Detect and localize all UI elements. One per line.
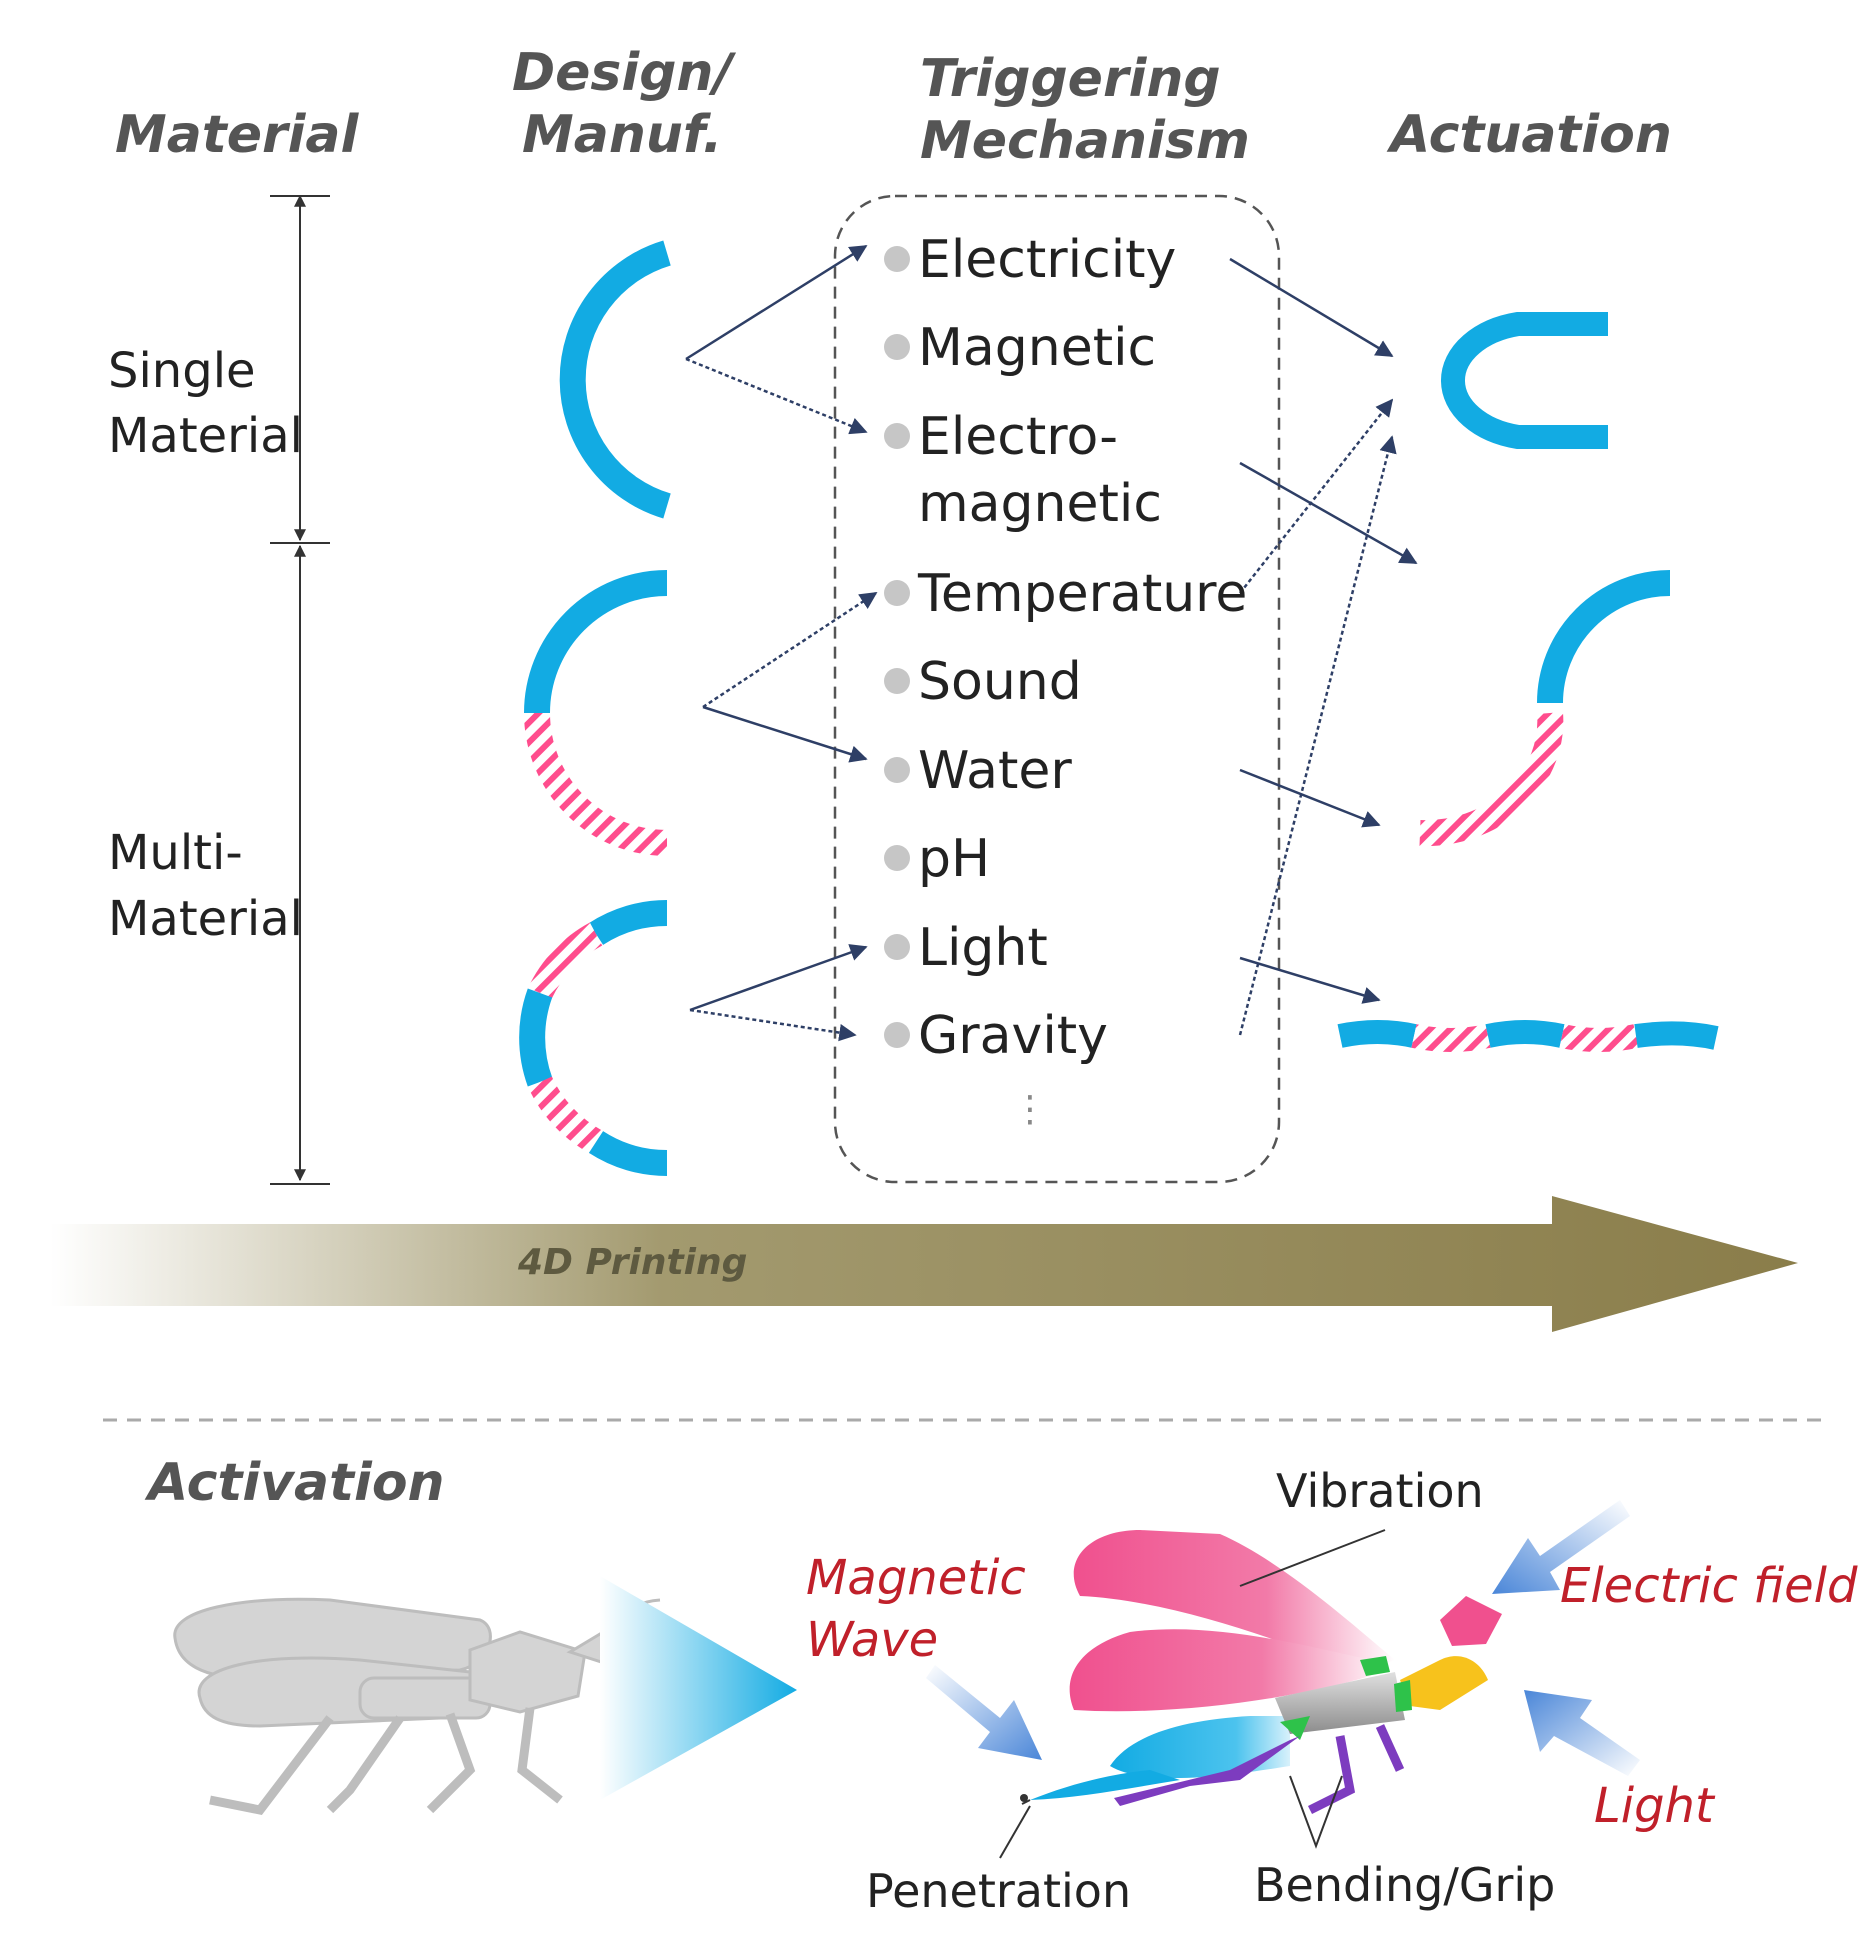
header-trigger-line1: Triggering — [920, 49, 1221, 109]
header-material: Material — [115, 105, 359, 165]
trigger-electromagnetic-line1: Electro- — [918, 407, 1119, 467]
design-shape-segmented — [519, 899, 668, 1177]
trigger-water: Water — [918, 741, 1072, 801]
activation-triangle — [600, 1576, 797, 1800]
trigger-bullets — [884, 246, 910, 1048]
actuation-shape-folded — [1441, 312, 1608, 449]
actuation-shape-curled — [1419, 570, 1671, 847]
activation-title: Activation — [148, 1453, 445, 1513]
inactive-insect-illustration — [173, 1597, 661, 1815]
header-design-line1: Design/ — [512, 43, 733, 103]
material-dimension-line — [270, 194, 330, 1185]
trigger-electricity: Electricity — [918, 230, 1177, 290]
label-multi-line1: Multi- — [108, 825, 243, 881]
process-arrow-label: 4D Printing — [518, 1242, 748, 1283]
trigger-temperature: Temperature — [918, 564, 1248, 624]
process-arrow — [50, 1196, 1798, 1332]
trigger-box — [833, 194, 1281, 1184]
label-electric-field: Electric field — [1560, 1558, 1858, 1614]
label-penetration: Penetration — [866, 1864, 1132, 1918]
trigger-ellipsis: ⋮ — [1012, 1089, 1048, 1130]
actuation-shape-flat — [1337, 1020, 1719, 1052]
trigger-gravity: Gravity — [918, 1006, 1108, 1066]
callout-lines — [999, 1529, 1386, 1859]
design-shape-single — [559, 240, 671, 519]
magnetic-wave-arrow — [926, 1665, 1042, 1760]
label-magnetic-wave-line2: Wave — [806, 1612, 939, 1668]
header-actuation: Actuation — [1390, 105, 1672, 165]
label-vibration: Vibration — [1276, 1464, 1484, 1518]
trigger-magnetic: Magnetic — [918, 318, 1157, 378]
activated-insect-illustration — [1020, 1530, 1502, 1815]
label-light: Light — [1594, 1778, 1714, 1834]
trigger-sound: Sound — [918, 652, 1082, 712]
label-bending-grip: Bending/Grip — [1254, 1858, 1556, 1912]
label-multi-line2: Material — [108, 891, 303, 947]
light-arrow — [1524, 1690, 1640, 1776]
trigger-light: Light — [918, 918, 1048, 978]
trigger-ph: pH — [918, 829, 991, 889]
header-design-line2: Manuf. — [522, 105, 723, 165]
design-to-trigger-arrows — [685, 244, 878, 1042]
electric-field-arrow — [1492, 1500, 1630, 1594]
trigger-electromagnetic-line2: magnetic — [918, 474, 1162, 534]
label-single-line1: Single — [108, 343, 256, 399]
label-single-line2: Material — [108, 408, 303, 464]
trigger-to-actuation-arrows — [1229, 257, 1418, 1036]
header-trigger-line2: Mechanism — [920, 111, 1250, 171]
label-magnetic-wave-line1: Magnetic — [806, 1550, 1026, 1606]
design-shape-bilayer — [524, 570, 668, 856]
